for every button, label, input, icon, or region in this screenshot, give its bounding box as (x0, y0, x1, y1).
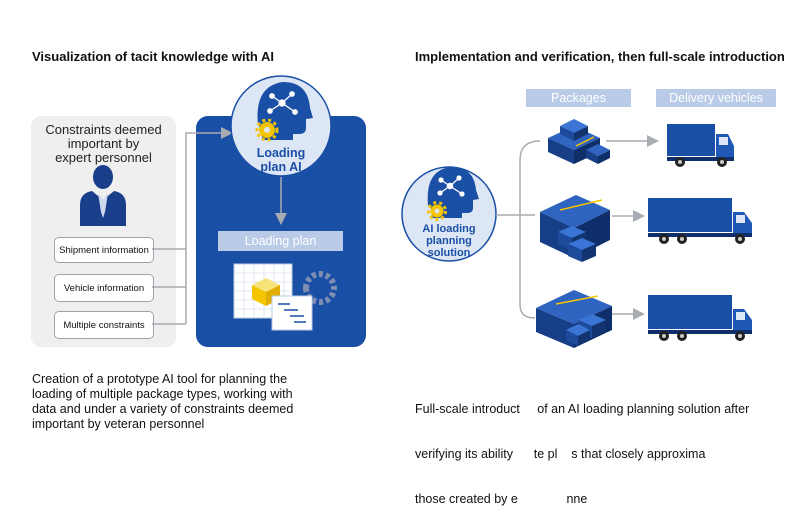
solution-connector (496, 135, 659, 320)
loading-plan-ai-label-line-2: plan AI (260, 160, 302, 174)
loading-plan-ai-label: Loading plan AI (231, 146, 331, 174)
right-caption-line-3: those created by e nne (415, 492, 588, 506)
loading-plan-label: Loading plan (218, 231, 343, 251)
packages-label: Packages (526, 89, 631, 107)
ai-loading-planning-solution-label: AI loading planning solution (402, 223, 496, 259)
truck-icon (667, 124, 734, 167)
package-stack-icon (540, 195, 610, 262)
loading-plan-ai-label-line-1: Loading (256, 146, 306, 160)
package-stack-icon (548, 119, 610, 164)
right-heading: Implementation and verification, then fu… (415, 49, 785, 64)
left-caption: Creation of a prototype AI tool for plan… (32, 372, 372, 432)
input-shipment-information: Shipment information (54, 237, 154, 263)
left-caption-line-2: loading of multiple package types, worki… (32, 387, 293, 401)
input-connector (152, 127, 233, 325)
right-caption-line-1: Full-scale introduct of an AI loading pl… (415, 402, 750, 416)
gear-icon (427, 201, 447, 221)
gear-icon (255, 118, 279, 142)
constraints-title-line-1: Constraints deemed (45, 122, 162, 137)
truck-icon (648, 295, 752, 341)
plan-document-icon (233, 263, 338, 331)
left-heading: Visualization of tacit knowledge with AI (32, 49, 274, 64)
input-multiple-constraints: Multiple constraints (54, 311, 154, 339)
solution-label-line-3: solution (427, 247, 471, 259)
constraints-title: Constraints deemed important by expert p… (31, 123, 176, 165)
right-caption: Full-scale introduct of an AI loading pl… (415, 372, 785, 522)
constraints-panel (31, 116, 176, 347)
left-caption-line-3: data and under a variety of constraints … (32, 402, 294, 416)
constraints-title-line-3: expert personnel (55, 150, 152, 165)
solution-label-line-1: AI loading (422, 223, 476, 235)
right-caption-line-2: verifying its ability te pl s that close… (415, 447, 723, 461)
left-caption-line-4: important by veteran personnel (32, 417, 205, 431)
constraints-title-line-2: important by (67, 136, 140, 151)
solution-label-line-2: planning (426, 235, 472, 247)
truck-icon (648, 198, 752, 244)
network-head-icon (427, 167, 479, 218)
left-caption-line-1: Creation of a prototype AI tool for plan… (32, 372, 288, 386)
input-vehicle-information: Vehicle information (54, 274, 154, 302)
package-stack-icon (536, 290, 612, 348)
delivery-vehicles-label: Delivery vehicles (656, 89, 776, 107)
